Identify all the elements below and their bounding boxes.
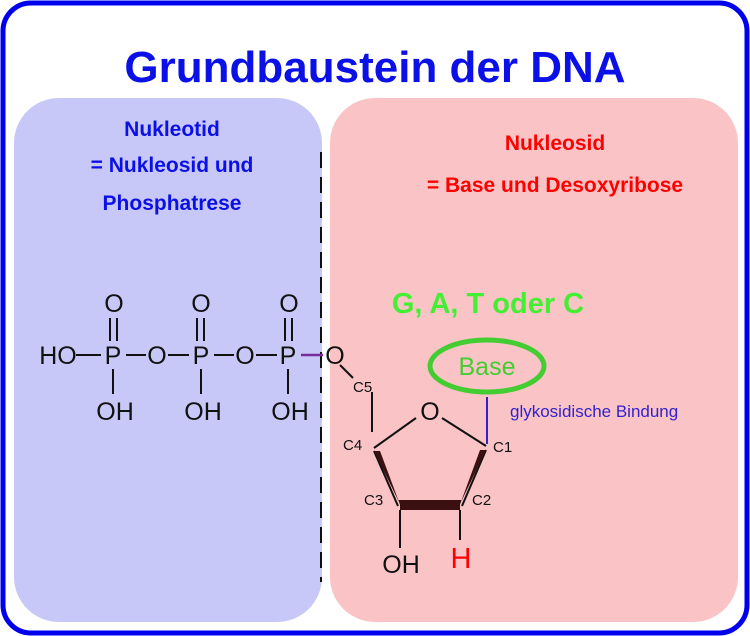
phosphate-2-hydroxyl: OH <box>184 398 222 426</box>
hydroxyl-left: HO <box>39 342 77 370</box>
phosphate-1-hydroxyl: OH <box>96 398 134 426</box>
sugar-bonds <box>339 364 487 548</box>
base-label: Base <box>459 353 516 381</box>
nucleoside-label: Nukleosid <box>505 132 605 155</box>
nucleotide-panel <box>14 98 322 622</box>
carbon-c2-label: C2 <box>472 492 491 509</box>
carbon-c5-label: C5 <box>353 379 372 396</box>
phosphate-bonds <box>76 318 293 394</box>
bases-label: G, A, T oder C <box>392 288 584 320</box>
glycosidic-bond-label: glykosidische Bindung <box>510 402 678 421</box>
phosphate-1-oxygen-top: O <box>104 290 123 318</box>
ring-oxygen: O <box>420 398 439 426</box>
carbon-c3-label: C3 <box>364 492 383 509</box>
ester-oxygen: O <box>325 342 344 370</box>
sugar-hydroxyl: OH <box>382 551 420 579</box>
carbon-c4-label: C4 <box>343 437 362 454</box>
bridge-oxygen-2: O <box>235 342 254 370</box>
nucleotide-definition-line2: Phosphatrese <box>103 192 242 215</box>
phosphorus-1: P <box>105 342 122 370</box>
carbon-c1-label: C1 <box>493 439 512 456</box>
phosphate-chain: O O O HO P O P O P O OH OH OH <box>39 290 344 426</box>
base-ellipse <box>427 337 547 395</box>
diagram-title: Grundbaustein der DNA <box>124 43 625 92</box>
phosphorus-3: P <box>280 342 297 370</box>
nucleoside-definition: = Base und Desoxyribose <box>427 174 683 197</box>
bridge-oxygen-1: O <box>147 342 166 370</box>
phosphate-3-oxygen-top: O <box>279 290 298 318</box>
nucleotide-label: Nukleotid <box>124 118 220 141</box>
carbon-labels: C5 C4 C1 C3 C2 <box>343 379 512 509</box>
sugar-hydrogen: H <box>451 543 472 575</box>
phosphate-3-hydroxyl: OH <box>271 398 309 426</box>
phosphate-2-oxygen-top: O <box>191 290 210 318</box>
phosphorus-2: P <box>193 342 210 370</box>
nucleotide-definition-line1: = Nukleosid und <box>91 154 254 177</box>
nucleoside-panel <box>330 98 738 622</box>
